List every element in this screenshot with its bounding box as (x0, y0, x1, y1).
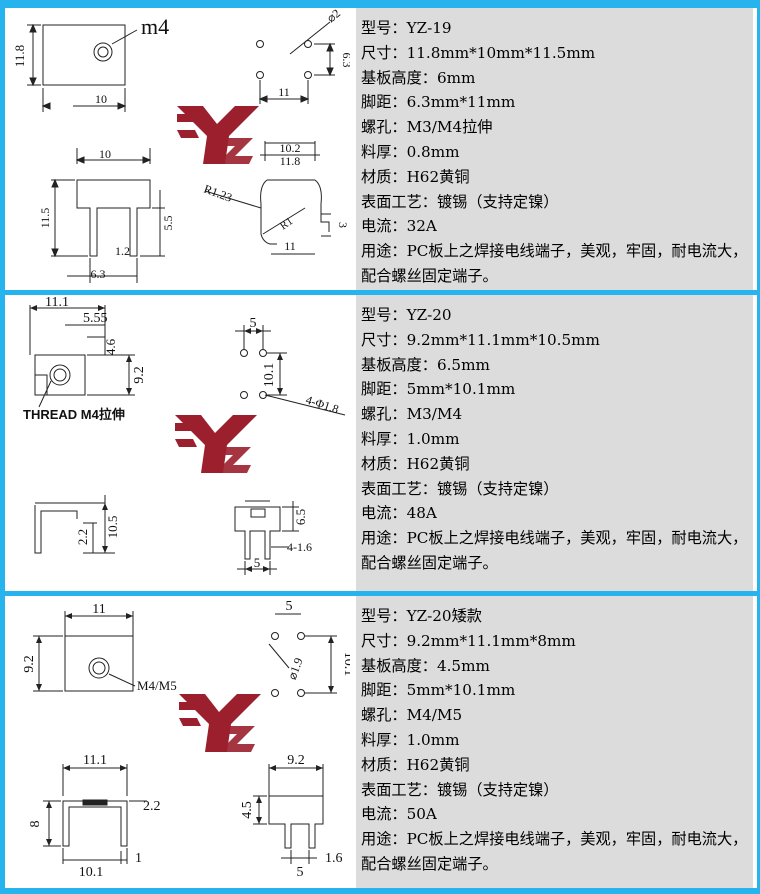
product-panel-yz20: 11.1 5.55 4.6 9.2 THREAD M4拉伸 5 10.1 4-Φ… (5, 295, 757, 591)
dim-side-low: 2.2 (75, 529, 90, 545)
spec-material: 材质：H62黄铜 (361, 755, 470, 774)
dim-pin: 4-1.6 (287, 540, 312, 554)
spec-thickness: 料厚：1.0mm (361, 429, 460, 448)
spec-base-height: 基板高度：6mm (361, 68, 476, 87)
dim-radius: R1.23 (202, 182, 234, 205)
dim-pin-dia: ⌀2 (324, 8, 343, 25)
dim-width: 11 (92, 602, 105, 617)
spec-model: 型号：YZ-20矮款 (361, 607, 482, 625)
yz-logo-icon (179, 694, 261, 752)
spec-current: 电流：50A (361, 805, 437, 824)
spec-finish: 表面工艺：镀锡（支持定镍） (361, 479, 559, 498)
drawing-yz19: m4 11.8 10 ⌀2 6.3 11 10 11.5 5.5 1.2 6.3… (12, 8, 350, 283)
dim-pin-pitch: 5 (297, 865, 304, 880)
spec-thickness: 料厚：1.0mm (361, 730, 460, 749)
dim-pin-gap: 6.3 (340, 53, 350, 68)
spec-size: 尺寸：11.8mm*10mm*11.5mm (361, 43, 596, 62)
dim-side-h: 10.5 (105, 516, 120, 539)
drawing-yz20: 11.1 5.55 4.6 9.2 THREAD M4拉伸 5 10.1 4-Φ… (23, 295, 346, 575)
spec-list-yz19: 型号：YZ-19 尺寸：11.8mm*10mm*11.5mm 基板高度：6mm … (356, 8, 753, 290)
spec-size: 尺寸：9.2mm*11.1mm*10.5mm (361, 330, 600, 349)
dim-pin: 1 (135, 851, 142, 866)
dim-front-width: 10 (99, 147, 111, 161)
dim-len: 11.1 (83, 753, 107, 768)
dim-base: 4.5 (240, 801, 255, 819)
spec-model: 型号：YZ-19 (361, 19, 452, 37)
dim-span: 10.1 (341, 652, 350, 677)
spec-screw-hole: 螺孔：M3/M4 (361, 405, 463, 424)
dim-pin-w: 1.6 (325, 851, 343, 866)
product-panel-yz20-short: 11 9.2 M4/M5 5 ⌀1.9 10.1 11.1 8 2.2 10.1… (5, 596, 757, 888)
spec-screw-hole: 螺孔：M3/M4拉伸 (361, 118, 493, 137)
dim-base: 5.5 (161, 216, 175, 231)
dim-dia: ⌀1.9 (285, 656, 306, 682)
spec-base-height: 基板高度：4.5mm (361, 656, 490, 675)
drawing-yz20-short: 11 9.2 M4/M5 5 ⌀1.9 10.1 11.1 8 2.2 10.1… (22, 599, 350, 880)
dim-side-h: 8 (28, 821, 43, 828)
spec-pin-pitch: 脚距：6.3mm*11mm (361, 93, 516, 112)
spec-pin-pitch: 脚距：5mm*10.1mm (361, 380, 516, 399)
spec-list-yz20-short: 型号：YZ-20矮款 尺寸：9.2mm*11.1mm*8mm 基板高度：4.5m… (356, 596, 753, 888)
spec-current: 电流：48A (361, 504, 437, 523)
dim-span: 10.1 (262, 363, 277, 388)
dim-span: 11 (284, 239, 296, 253)
spec-usage: 用途：PC板上之焊接电线端子，美观，牢固，耐电流大，配合螺丝固定端子。 (361, 242, 748, 285)
dim-pin-w: 1.2 (115, 244, 130, 258)
dim-small: 4.6 (103, 338, 118, 355)
dim-w-in: 10.2 (280, 141, 301, 155)
spec-usage: 用途：PC板上之焊接电线端子，美观，牢固，耐电流大，配合螺丝固定端子。 (361, 830, 748, 873)
dim-r1: R1 (278, 215, 295, 232)
dim-side: 11.8 (12, 45, 27, 67)
spec-current: 电流：32A (361, 217, 437, 236)
spec-screw-hole: 螺孔：M4/M5 (361, 706, 463, 725)
spec-list-yz20: 型号：YZ-20 尺寸：9.2mm*11.1mm*10.5mm 基板高度：6.5… (356, 295, 753, 591)
dim-pin-pitch: 5 (254, 555, 261, 570)
spec-finish: 表面工艺：镀锡（支持定镍） (361, 192, 559, 211)
dim-pin-span: 11 (278, 85, 290, 99)
dim-thread: THREAD M4拉伸 (23, 407, 125, 422)
spec-finish: 表面工艺：镀锡（支持定镍） (361, 780, 559, 799)
dim-step: 2.2 (143, 799, 161, 814)
yz-logo-icon (177, 106, 259, 164)
dim-pitch: 5 (250, 316, 257, 331)
dim-w2: 9.2 (287, 753, 305, 768)
spec-material: 材质：H62黄铜 (361, 167, 470, 186)
product-panel-yz19: m4 11.8 10 ⌀2 6.3 11 10 11.5 5.5 1.2 6.3… (5, 8, 757, 290)
yz-logo-icon (175, 415, 257, 473)
dim-bottom: 10.1 (79, 865, 104, 880)
dim-length: 11.1 (45, 295, 69, 310)
dim-hole: m4 (141, 14, 169, 39)
dim-offset: 5.55 (83, 311, 108, 326)
dim-w-out: 11.8 (280, 154, 301, 168)
dim-holes: 4-Φ1.8 (304, 393, 340, 417)
spec-pin-pitch: 脚距：5mm*10.1mm (361, 681, 516, 700)
dim-height: 9.2 (22, 655, 37, 673)
dim-height: 9.2 (132, 366, 147, 384)
dim-height: 11.5 (38, 208, 52, 229)
dim-base: 6.5 (293, 509, 308, 525)
spec-material: 材质：H62黄铜 (361, 454, 470, 473)
spec-base-height: 基板高度：6.5mm (361, 355, 490, 374)
spec-size: 尺寸：9.2mm*11.1mm*8mm (361, 631, 576, 650)
spec-model: 型号：YZ-20 (361, 306, 452, 324)
dim-width: 10 (95, 92, 107, 106)
dim-hole: M4/M5 (137, 678, 177, 693)
spec-thickness: 料厚：0.8mm (361, 142, 460, 161)
dim-pitch: 5 (286, 599, 293, 614)
dim-pin-pitch: 6.3 (91, 267, 106, 281)
dim-foot: 3 (336, 222, 350, 228)
spec-usage: 用途：PC板上之焊接电线端子，美观，牢固，耐电流大，配合螺丝固定端子。 (361, 529, 748, 572)
